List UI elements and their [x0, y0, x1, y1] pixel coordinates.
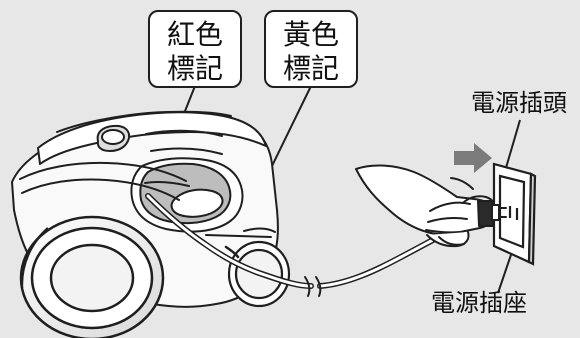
red-mark-line-2: 標記	[166, 52, 223, 85]
red-mark-callout: 紅色 標記	[148, 10, 242, 88]
hand-with-plug	[355, 164, 507, 248]
yellow-mark-callout: 黃色 標記	[264, 10, 358, 88]
power-plug-label: 電源插頭	[471, 89, 567, 117]
red-mark-line-1: 紅色	[166, 18, 223, 51]
yellow-mark-line-1: 黃色	[282, 18, 339, 51]
insertion-arrow	[454, 143, 492, 173]
power-socket-label: 電源插座	[431, 289, 527, 317]
yellow-mark-line-2: 標記	[282, 52, 339, 85]
front-wheel	[19, 215, 165, 338]
wall-socket	[492, 162, 537, 266]
